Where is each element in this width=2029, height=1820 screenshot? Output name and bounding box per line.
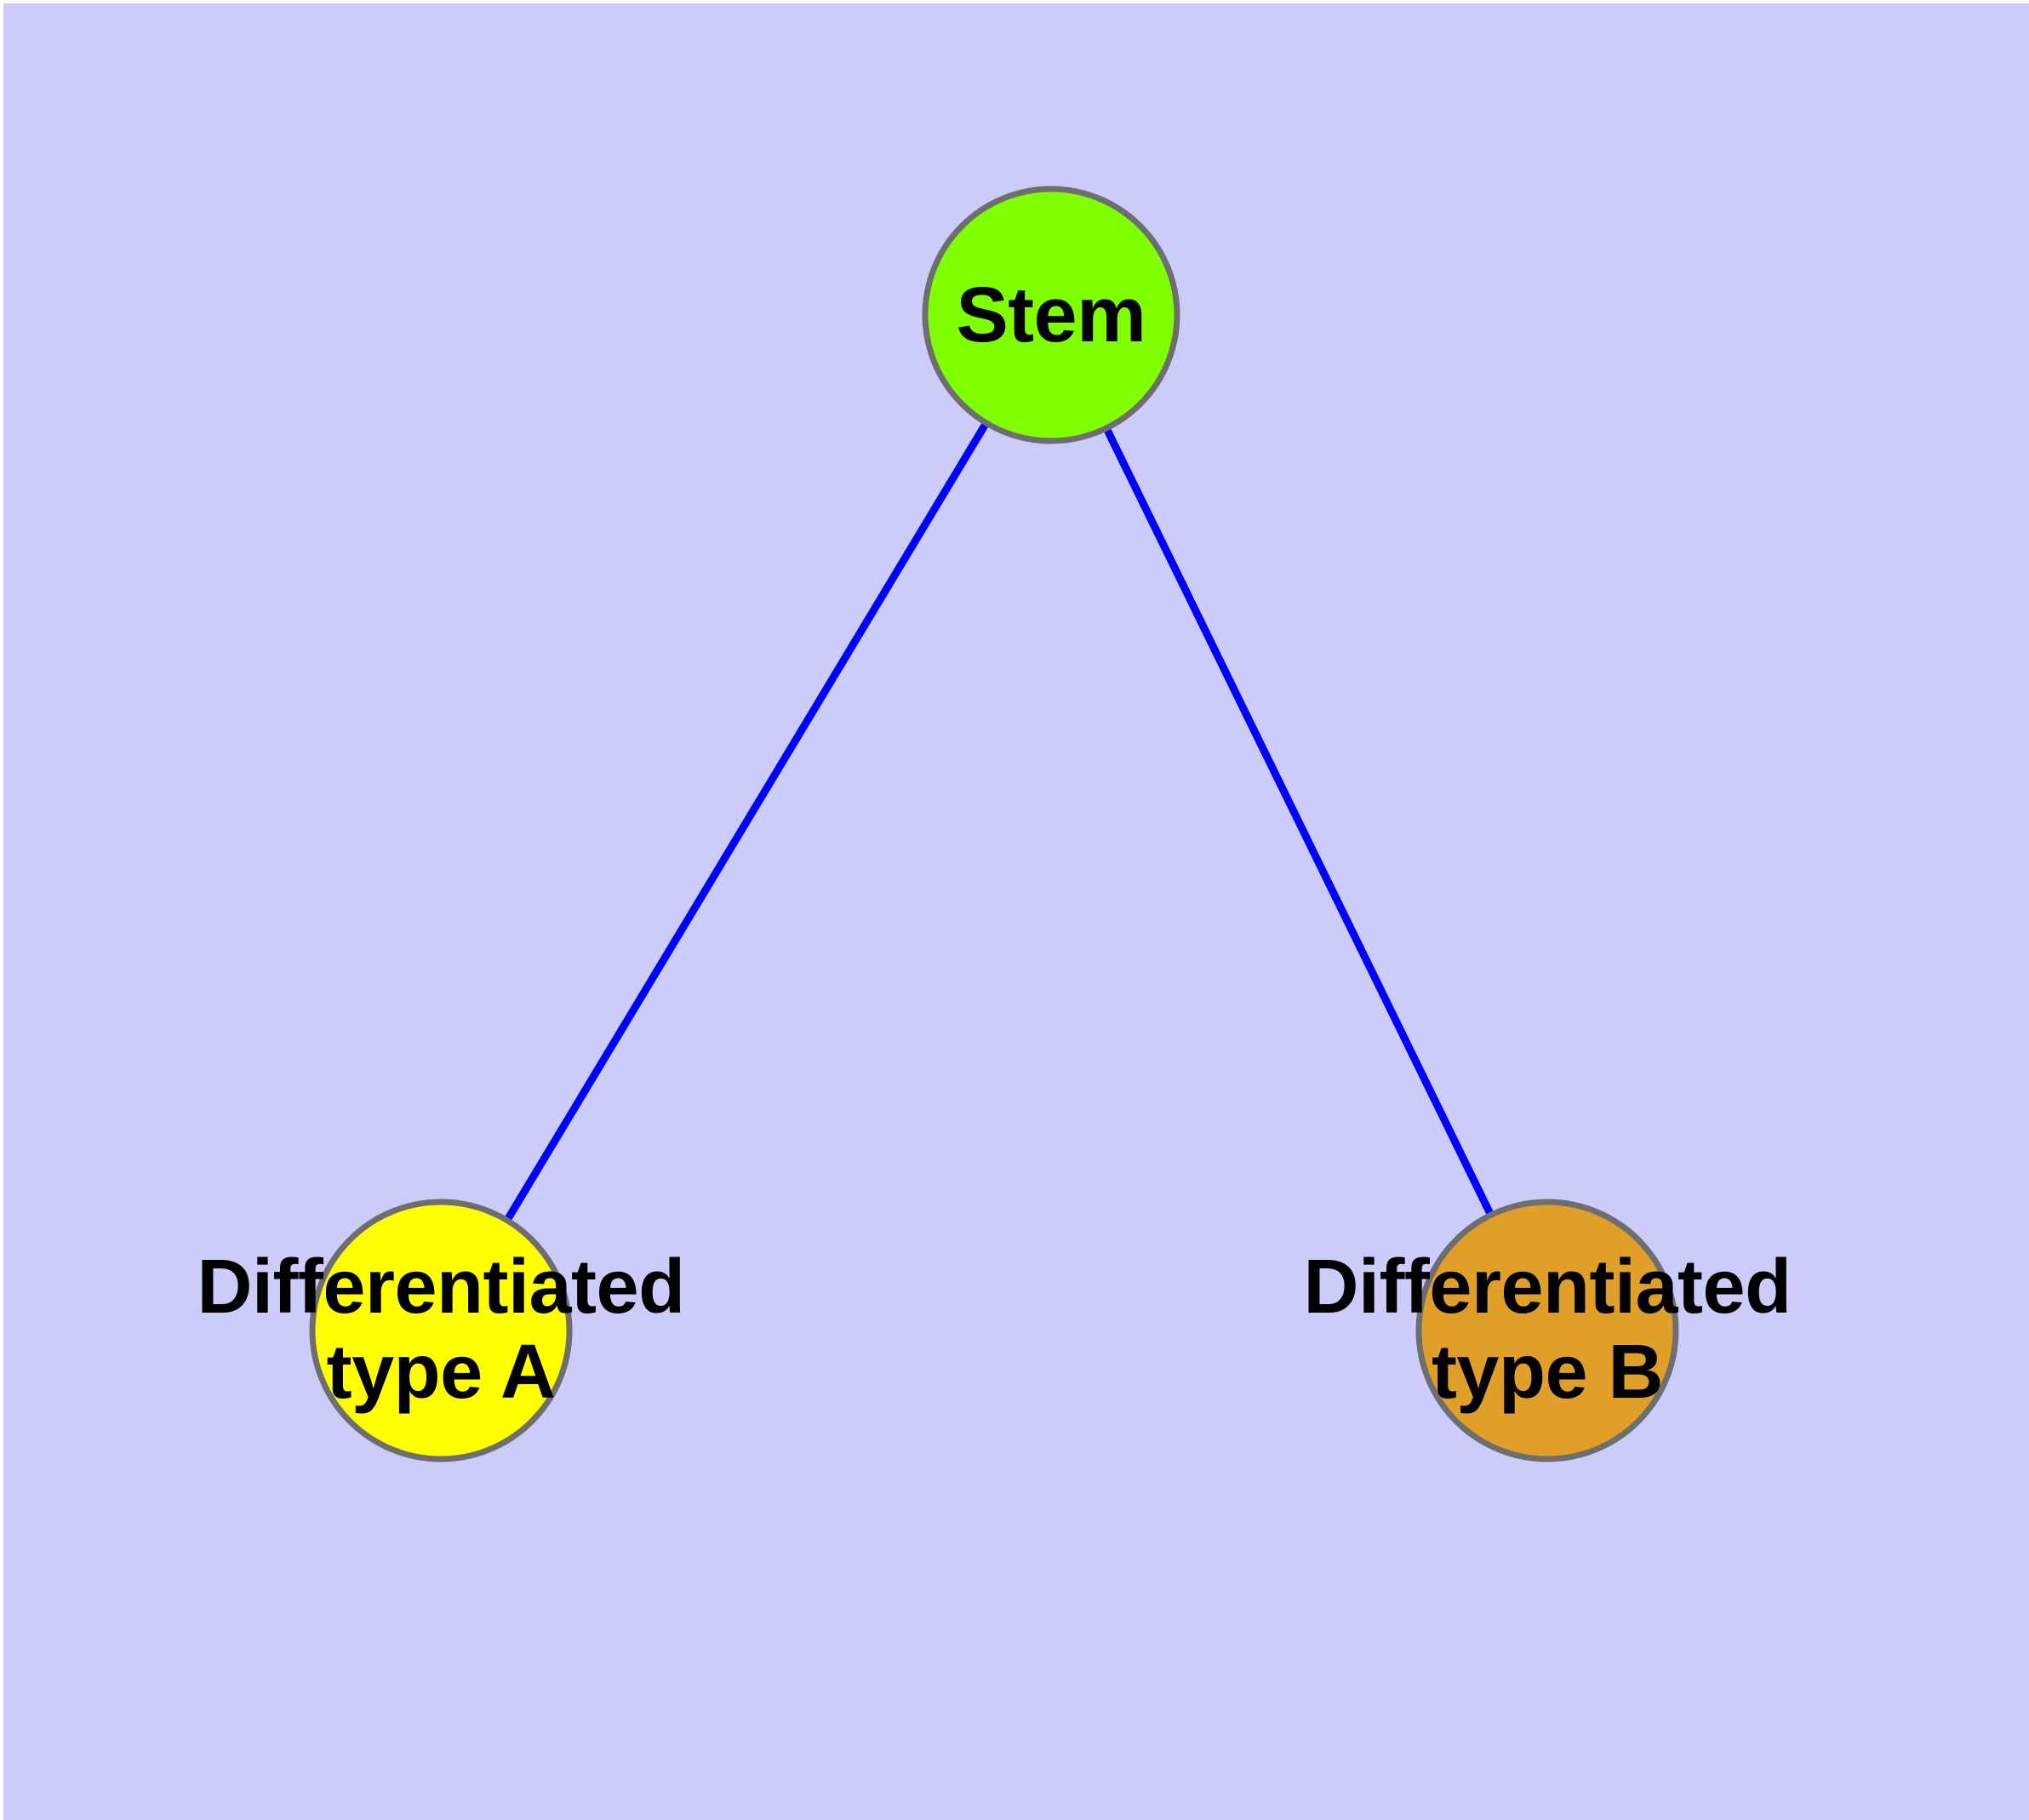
graph-edge-stem-to-diff-b[interactable] — [1047, 313, 1552, 1332]
graph-node-stem[interactable] — [922, 186, 1180, 444]
node-layer — [309, 186, 1679, 1462]
edge-layer — [437, 312, 1552, 1333]
graph-node-diff-a[interactable] — [309, 1199, 573, 1462]
graph-edge-stem-to-diff-a[interactable] — [437, 312, 1055, 1333]
graph-node-diff-b[interactable] — [1415, 1199, 1679, 1462]
